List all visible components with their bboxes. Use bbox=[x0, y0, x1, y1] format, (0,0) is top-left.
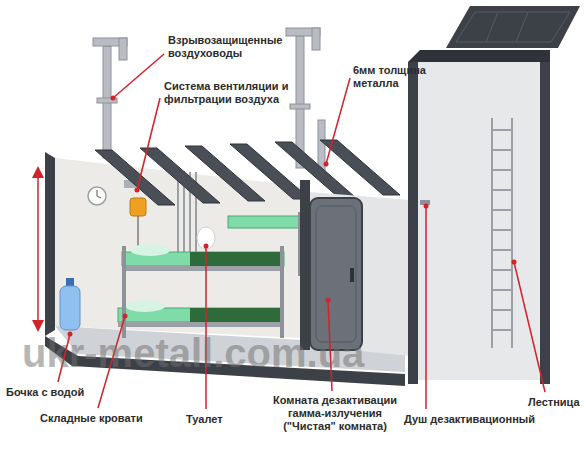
callout-label: Бочка с водой bbox=[6, 386, 84, 399]
callout-label: Туалет bbox=[186, 413, 223, 426]
callout-label: Взрывозащищенные воздуховоды bbox=[168, 34, 296, 60]
watermark: ukr-metall.com.ua bbox=[22, 330, 364, 376]
callout-label: Душ дезактивационный bbox=[404, 413, 535, 426]
callout-label: Комната дезактивации гамма-излучения ("Ч… bbox=[268, 394, 402, 433]
callout-label: Лестница bbox=[528, 396, 580, 409]
callout-label: Складные кровати bbox=[40, 412, 143, 425]
callout-label: Система вентиляции и фильтрации воздуха bbox=[164, 80, 292, 106]
callout-label: 6мм толщина металла bbox=[353, 64, 465, 90]
